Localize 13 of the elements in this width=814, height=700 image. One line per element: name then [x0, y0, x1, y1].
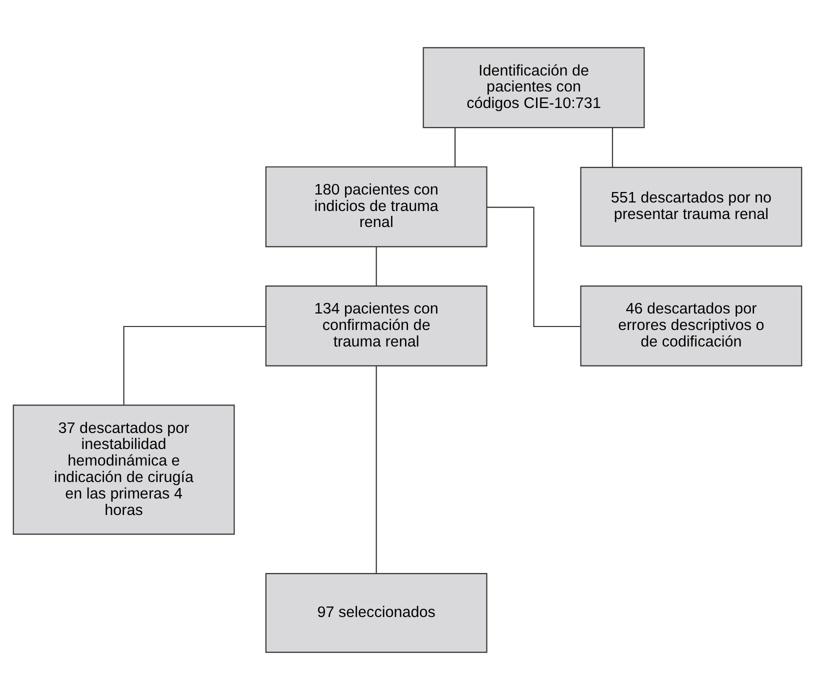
connector: [454, 128, 456, 167]
connector: [611, 128, 613, 168]
node-box: 97 seleccionados: [264, 573, 487, 653]
connector: [486, 206, 580, 328]
connector: [375, 246, 376, 286]
node-box: 37 descartados por inestabilidad hemodinámica e indicación de cirugía en las primeras 4 horas: [12, 404, 234, 535]
node-box: 551 descartados por no presentar trauma renal: [580, 166, 802, 247]
node-box: 46 descartados por errores descriptivos o de codificación: [580, 286, 802, 366]
node-box: Identificación de pacientes con códigos CIE-10:731: [422, 47, 644, 128]
connector: [122, 326, 266, 405]
connector: [375, 366, 376, 574]
node-box: 180 pacientes con indicios de trauma renal: [264, 166, 487, 248]
node-box: 134 pacientes con confirmación de trauma renal: [264, 286, 487, 366]
